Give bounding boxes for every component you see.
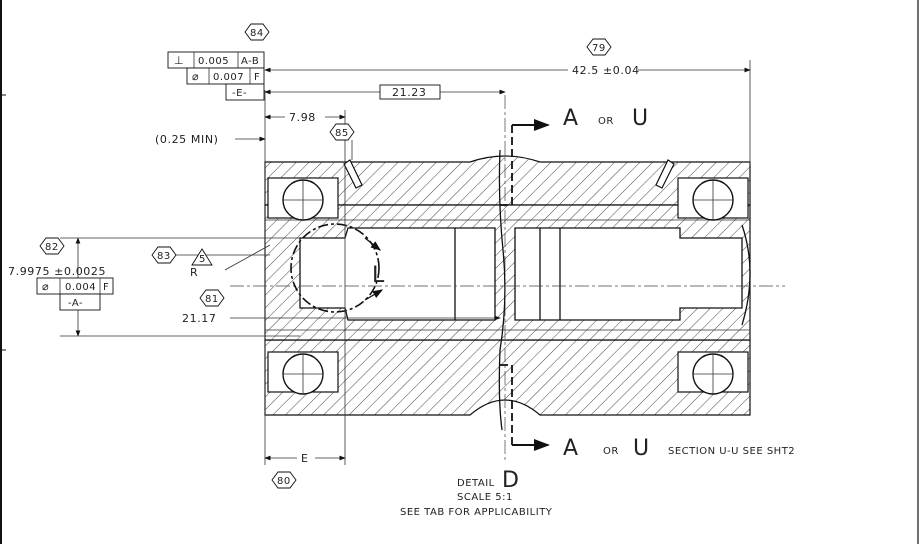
applicability-note: SEE TAB FOR APPLICABILITY <box>400 507 553 518</box>
ball-bearings <box>267 177 749 395</box>
section-u-top: U <box>632 106 648 131</box>
section-a-bottom: A <box>563 436 578 461</box>
detail-letter: D <box>502 468 519 493</box>
svg-text:⊥: ⊥ <box>174 54 184 67</box>
detail-l-letter: L <box>372 263 385 288</box>
callout-bubbles <box>39 23 612 489</box>
fcf2-tolerance: 0.004 <box>65 282 96 293</box>
dim-21-23: 21.23 <box>392 86 427 99</box>
dim-7-98: 7.98 <box>289 111 316 124</box>
feature-control-frame-left: ⌀ <box>36 277 114 311</box>
section-u-bottom: U <box>633 436 649 461</box>
dim-overall-length: 42.5 ±0.04 <box>572 64 640 77</box>
fcf-runout-tolerance: 0.007 <box>213 72 244 83</box>
bubble-83: 83 <box>157 251 171 262</box>
section-cut-lines <box>500 119 550 451</box>
bubble-82: 82 <box>45 242 59 253</box>
bubble-84: 84 <box>250 28 264 39</box>
datum-e-label: -E- <box>232 88 247 99</box>
fcf-perp-tolerance: 0.005 <box>198 56 229 67</box>
bearing-section-view <box>230 95 785 460</box>
fcf-perp-datum: A-B <box>241 56 259 67</box>
bubble-5: 5 <box>199 254 206 265</box>
bubble-80: 80 <box>277 476 291 487</box>
fcf-runout-datum: F <box>254 72 260 83</box>
svg-text:⌀: ⌀ <box>192 70 199 83</box>
feature-control-frame-top: ⊥ ⌀ <box>167 51 265 101</box>
dim-21-17: 21.17 <box>182 312 217 325</box>
bubble-85: 85 <box>335 128 349 139</box>
dim-diameter: 7.9975 ±0.0025 <box>8 265 106 278</box>
dim-e-label: E <box>301 452 309 465</box>
dim-025-min: (0.25 MIN) <box>155 133 219 146</box>
section-note: SECTION U-U SEE SHT2 <box>668 446 795 457</box>
svg-text:⌀: ⌀ <box>42 280 49 293</box>
radius-label: R <box>190 266 198 279</box>
datum-a-label: -A- <box>68 298 83 309</box>
section-a-top: A <box>563 106 578 131</box>
scale-label: SCALE 5:1 <box>457 492 513 503</box>
bubble-81: 81 <box>205 294 219 305</box>
section-or-bottom: OR <box>603 446 619 457</box>
drawing-text: 84 79 85 82 83 5 81 80 0.005 A-B 0.007 F… <box>8 28 795 518</box>
dimensions <box>60 60 751 465</box>
fcf2-datum: F <box>103 282 109 293</box>
bubble-79: 79 <box>592 43 606 54</box>
detail-label: DETAIL <box>457 478 495 489</box>
section-or-top: OR <box>598 116 614 127</box>
